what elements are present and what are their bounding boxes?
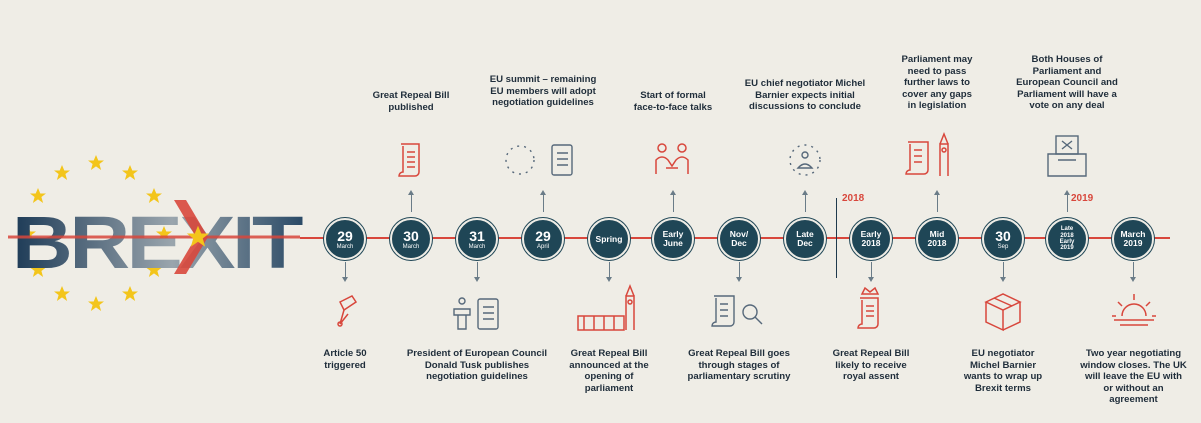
- event-label-houses-vote: Both Houses of Parliament and European C…: [1016, 54, 1118, 111]
- parliament-big-ben-icon: [577, 283, 635, 331]
- sunset-horizon-icon: [1112, 294, 1156, 326]
- scroll-icon: [398, 143, 420, 177]
- ballot-box-icon: [1047, 135, 1087, 177]
- stem-up: [670, 190, 676, 212]
- event-label-window-closes: Two year negotiating window closes. The …: [1080, 348, 1187, 405]
- scroll-big-ben-icon: [905, 131, 949, 176]
- stem-up: [802, 190, 808, 212]
- date-node-spring: Spring: [588, 218, 630, 260]
- event-label-eu-summit: EU summit – remaining EU members will ad…: [489, 74, 597, 108]
- stem-up: [408, 190, 414, 212]
- date-node-mid-2018: Mid 2018: [916, 218, 958, 260]
- date-node-late2018-early2019: Late 2018 Early 2019: [1046, 218, 1088, 260]
- date-main: 30: [403, 227, 419, 244]
- date-main: 31: [469, 227, 485, 244]
- event-label-tusk-guidelines: President of European Council Donald Tus…: [406, 348, 548, 382]
- date-sub: March: [402, 243, 420, 250]
- event-label-royal-assent: Great Repeal Bill likely to receive roya…: [832, 348, 910, 382]
- event-label-further-laws: Parliament may need to pass further laws…: [901, 54, 973, 111]
- two-people-talking-icon: [655, 143, 689, 174]
- date-node-29-march: 29 March: [324, 218, 366, 260]
- date-sub: March: [468, 243, 486, 250]
- stem-down: [736, 262, 742, 282]
- date-main: Early June: [662, 229, 684, 248]
- brexit-logo: BREXIT: [0, 150, 310, 320]
- year-divider: [836, 198, 837, 278]
- date-main: 29: [535, 227, 551, 244]
- scroll-magnifier-icon: [711, 295, 763, 327]
- pen-writing-icon: [337, 295, 358, 327]
- date-node-early-2018: Early 2018: [850, 218, 892, 260]
- event-label-article-50: Article 50 triggered: [323, 348, 367, 371]
- stem-up: [540, 190, 546, 212]
- date-node-early-june: Early June: [652, 218, 694, 260]
- date-sub: April: [536, 243, 549, 250]
- date-node-march-2019: March 2019: [1112, 218, 1154, 260]
- date-node-30-sep: 30 Sep: [982, 218, 1024, 260]
- date-node-31-march: 31 March: [456, 218, 498, 260]
- date-node-late-dec: Late Dec: [784, 218, 826, 260]
- stem-down: [1130, 262, 1136, 282]
- eu-stars-ring: BREXIT: [8, 155, 306, 311]
- podium-clipboard-icon: [453, 297, 499, 330]
- stem-down: [606, 262, 612, 282]
- date-sub: Sep: [997, 243, 1009, 250]
- event-label-formal-talks: Start of formal face-to-face talks: [633, 90, 713, 113]
- event-label-parliamentary-scrutiny: Great Repeal Bill goes through stages of…: [687, 348, 791, 382]
- date-main: March 2019: [1120, 229, 1146, 248]
- stem-down: [868, 262, 874, 282]
- stem-down: [474, 262, 480, 282]
- date-node-29-april: 29 April: [522, 218, 564, 260]
- eu-stars-clipboard-icon: [505, 144, 573, 176]
- stem-down: [1000, 262, 1006, 282]
- date-sub: March: [336, 243, 354, 250]
- stem-up: [1064, 190, 1070, 212]
- year-2018-label: 2018: [842, 193, 865, 204]
- date-main: Late Dec: [796, 229, 814, 248]
- eu-negotiator-stars-icon: [789, 144, 821, 176]
- date-main: 29: [337, 227, 353, 244]
- date-node-nov-dec: Nov/ Dec: [718, 218, 760, 260]
- date-node-30-march: 30 March: [390, 218, 432, 260]
- parcel-box-icon: [984, 293, 1022, 332]
- date-main: Spring: [595, 233, 623, 244]
- date-main: Late 2018 Early 2019: [1059, 226, 1075, 252]
- year-2019-label: 2019: [1071, 193, 1094, 204]
- date-main: Nov/ Dec: [729, 229, 749, 248]
- date-main: 30: [995, 227, 1011, 244]
- stem-down: [342, 262, 348, 282]
- event-label-barnier-wrap-up: EU negotiator Michel Barnier wants to wr…: [963, 348, 1043, 394]
- date-main: Mid 2018: [927, 229, 947, 248]
- brexit-wordmark: BREXIT: [12, 201, 303, 284]
- stem-up: [934, 190, 940, 212]
- crown-scroll-icon: [857, 286, 880, 329]
- event-label-repeal-bill-announced: Great Repeal Bill announced at the openi…: [569, 348, 649, 394]
- event-label-repeal-bill-published: Great Repeal Bill published: [372, 90, 450, 113]
- date-main: Early 2018: [860, 229, 882, 248]
- event-label-barnier-initial: EU chief negotiator Michel Barnier expec…: [744, 78, 866, 112]
